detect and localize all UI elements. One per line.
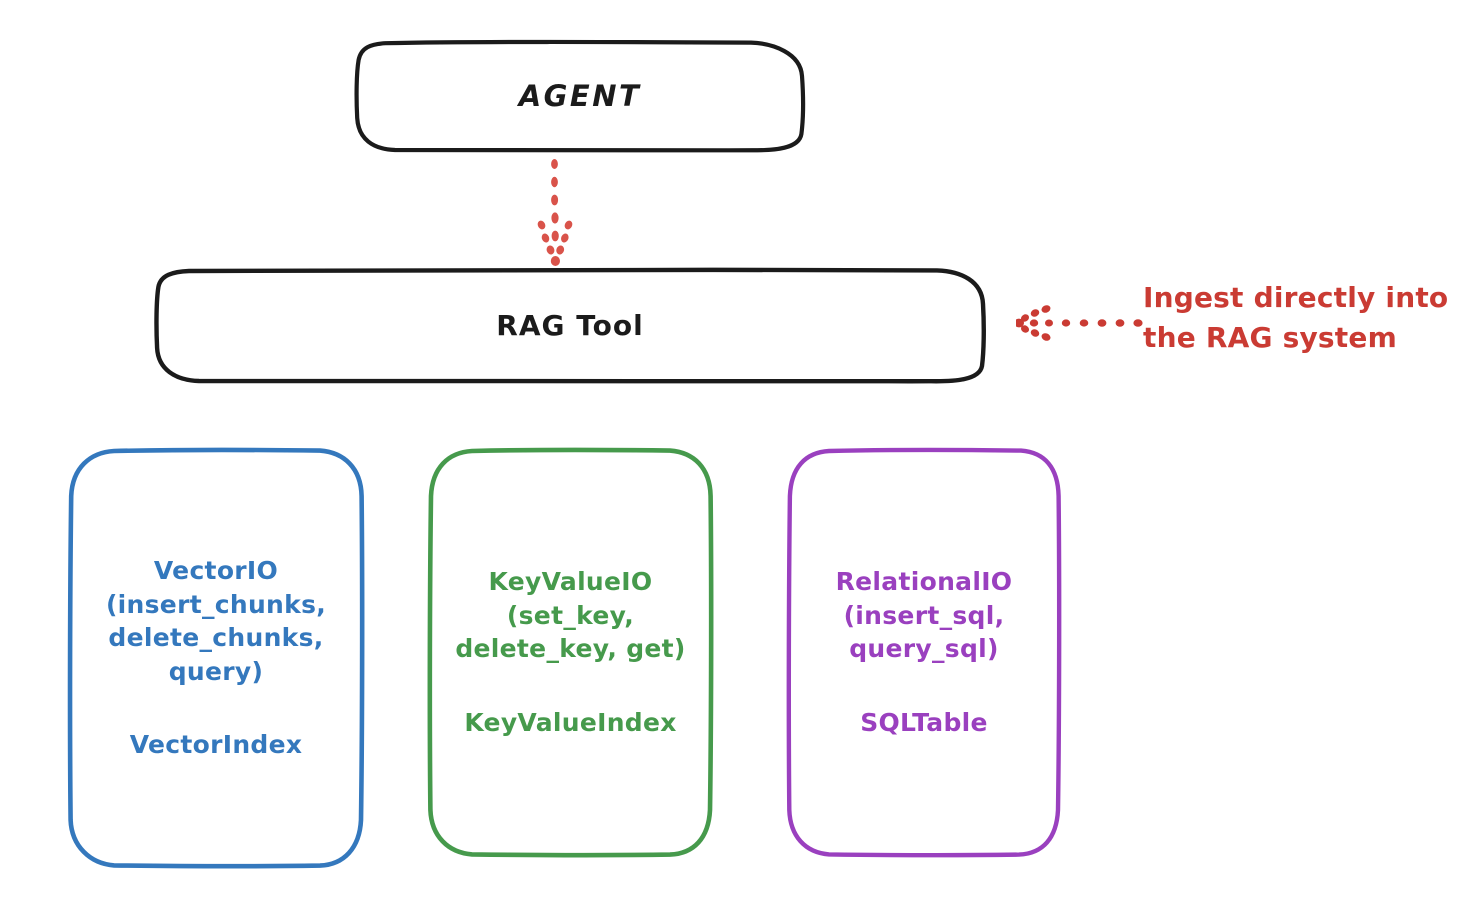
key-value-io-secondary-label: KeyValueIndex xyxy=(464,707,677,737)
node-key-value-io[interactable]: KeyValueIO (set_key, delete_key, get) Ke… xyxy=(427,447,714,858)
agent-label: AGENT xyxy=(518,78,642,113)
node-rag-tool[interactable]: RAG Tool xyxy=(154,267,986,384)
node-agent[interactable]: AGENT xyxy=(354,39,806,153)
relational-io-secondary-label: SQLTable xyxy=(860,707,988,737)
vector-io-secondary-label: VectorIndex xyxy=(129,730,303,760)
vector-io-label: VectorIO (insert_chunks, delete_chunks, … xyxy=(105,556,327,686)
node-relational-io[interactable]: RelationalIO (insert_sql, query_sql) SQL… xyxy=(786,447,1062,858)
ingest-annotation-text: Ingest directly into the RAG system xyxy=(1143,281,1449,354)
relational-io-label: RelationalIO (insert_sql, query_sql) xyxy=(835,567,1013,663)
ingest-arrow xyxy=(1016,305,1143,341)
rag-tool-label: RAG Tool xyxy=(496,308,644,342)
agent-to-rag-arrow xyxy=(537,159,573,266)
key-value-io-label: KeyValueIO (set_key, delete_key, get) xyxy=(455,567,686,663)
node-vector-io[interactable]: VectorIO (insert_chunks, delete_chunks, … xyxy=(67,447,365,869)
